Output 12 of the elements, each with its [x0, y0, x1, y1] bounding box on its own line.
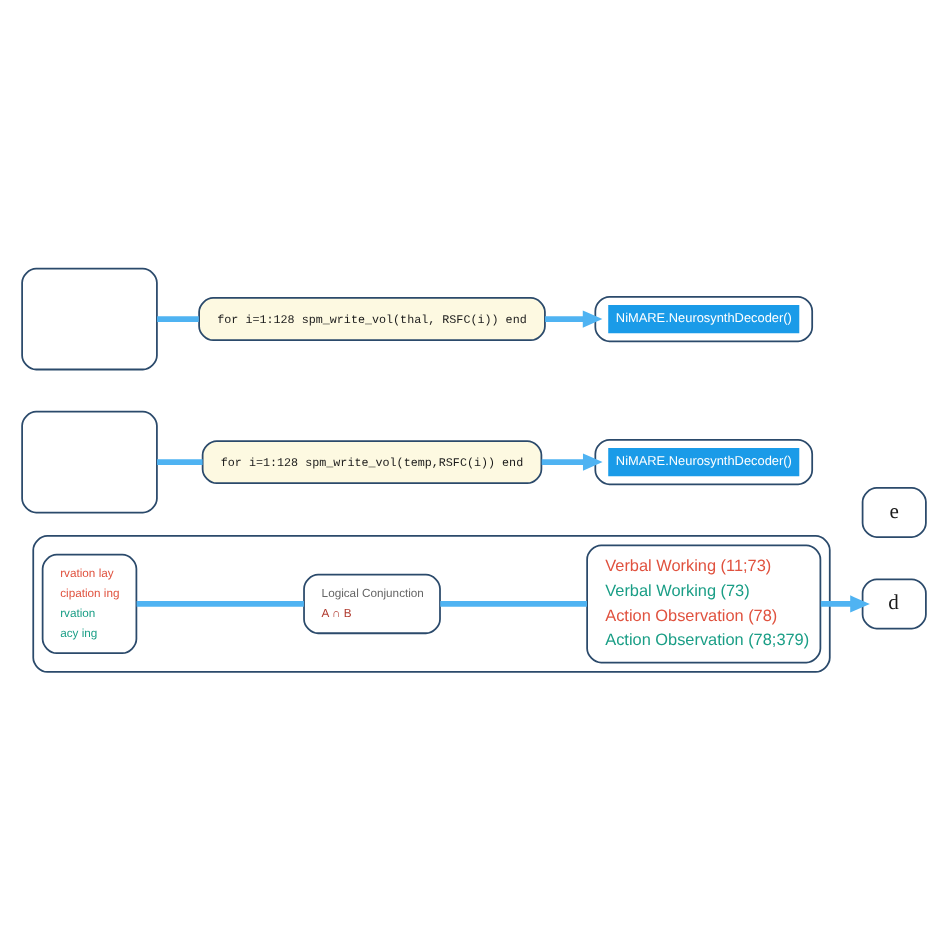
- connector: [157, 315, 199, 321]
- node-box: e: [861, 486, 927, 537]
- connector: [136, 600, 304, 606]
- connector: [440, 600, 587, 606]
- arrow: [545, 309, 603, 327]
- node-box: [21, 409, 158, 513]
- arrow: [541, 452, 603, 470]
- cluster: [32, 534, 831, 672]
- arrow: [820, 594, 870, 612]
- node-box: [21, 266, 158, 370]
- node-box: d: [861, 577, 927, 629]
- connector: [157, 458, 203, 465]
